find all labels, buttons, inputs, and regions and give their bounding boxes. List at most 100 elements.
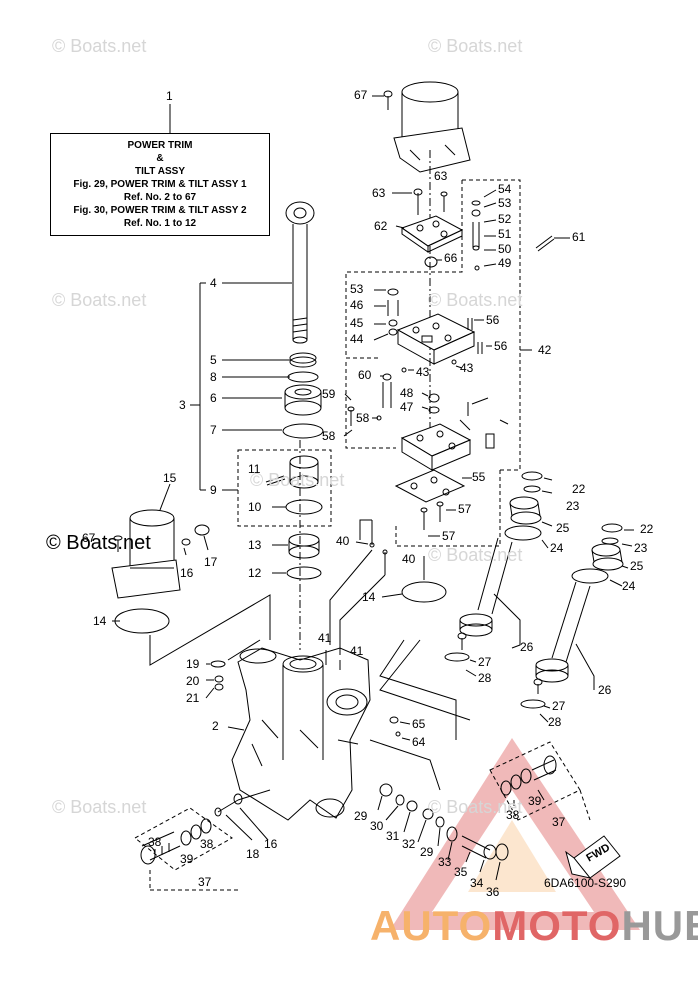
watermark: © Boats.net xyxy=(250,470,345,490)
callout-37-left: 37 xyxy=(198,875,212,889)
tilt-rod-part xyxy=(285,201,315,344)
callout-50: 50 xyxy=(498,242,512,256)
callout-39-right: 39 xyxy=(528,794,542,808)
callout-36: 36 xyxy=(486,885,500,899)
logo-triangle-icon xyxy=(390,738,640,930)
callout-65: 65 xyxy=(412,717,426,731)
callout-66: 66 xyxy=(444,251,458,265)
callout-25-lower: 25 xyxy=(630,559,644,573)
logo-part-hub: HUB xyxy=(621,902,698,949)
callout-58-right: 58 xyxy=(356,411,370,425)
callout-14-right: 14 xyxy=(362,590,376,604)
callout-42: 42 xyxy=(538,343,552,357)
callout-56-upper: 56 xyxy=(486,313,500,327)
callout-18: 18 xyxy=(246,847,260,861)
ref-line-1: POWER TRIM xyxy=(127,140,193,151)
callout-26-lower: 26 xyxy=(598,683,612,697)
ref-line-4: Fig. 29, POWER TRIM & TILT ASSY 1 xyxy=(73,179,247,190)
callout-2: 2 xyxy=(212,719,219,733)
callout-64: 64 xyxy=(412,735,426,749)
watermark: © Boats.net xyxy=(428,797,523,817)
callout-38-right: 38 xyxy=(506,808,520,822)
callout-47: 47 xyxy=(400,400,414,414)
callout-63-left: 63 xyxy=(372,186,386,200)
trim-cylinder-right-upper-part xyxy=(459,471,543,637)
callout-52: 52 xyxy=(498,212,512,226)
callout-31: 31 xyxy=(386,829,400,843)
callout-4: 4 xyxy=(210,276,217,290)
callout-28-upper: 28 xyxy=(478,671,492,685)
callout-20: 20 xyxy=(186,674,200,688)
forward-arrow-icon xyxy=(565,835,621,879)
callout-10: 10 xyxy=(248,500,262,514)
callout-26-upper: 26 xyxy=(520,640,534,654)
valve-spool-left-part xyxy=(140,831,181,865)
callout-41-right: 41 xyxy=(350,644,364,658)
valve-block-part xyxy=(400,423,472,471)
brand-logo: AUTOMOTOHUB xyxy=(370,902,698,950)
callout-24-lower: 24 xyxy=(622,579,636,593)
callout-58-left: 58 xyxy=(322,429,336,443)
callout-3: 3 xyxy=(179,398,186,412)
callout-43-left: 43 xyxy=(416,365,430,379)
piston-part xyxy=(289,455,319,489)
watermark: © Boats.net xyxy=(428,290,523,310)
callout-35: 35 xyxy=(454,865,468,879)
callout-59: 59 xyxy=(322,387,336,401)
callout-16-upper: 16 xyxy=(180,566,194,580)
callout-49: 49 xyxy=(498,256,512,270)
callout-37-right: 37 xyxy=(552,815,566,829)
callout-67-top: 67 xyxy=(354,88,368,102)
watermark: © Boats.net xyxy=(52,36,147,56)
pump-body-part xyxy=(396,313,476,365)
callout-13: 13 xyxy=(248,538,262,552)
callout-29-right: 29 xyxy=(420,845,434,859)
watermark: © Boats.net xyxy=(52,290,147,310)
callout-27-lower: 27 xyxy=(552,699,566,713)
callout-11: 11 xyxy=(248,462,261,476)
callout-23-lower: 23 xyxy=(634,541,648,555)
callout-38-left: 38 xyxy=(148,835,162,849)
callout-22-lower: 22 xyxy=(640,522,654,536)
callout-7: 7 xyxy=(210,423,217,437)
small-motor-part xyxy=(111,509,181,599)
callout-19: 19 xyxy=(186,657,200,671)
callout-27-upper: 27 xyxy=(478,655,492,669)
callout-8: 8 xyxy=(210,370,217,384)
callout-40-right: 40 xyxy=(402,552,416,566)
callout-57-right: 57 xyxy=(458,502,472,516)
callout-28-lower: 28 xyxy=(548,715,562,729)
callout-30: 30 xyxy=(370,819,384,833)
callout-5: 5 xyxy=(210,353,217,367)
callout-41-left: 41 xyxy=(318,631,332,645)
callout-46: 46 xyxy=(350,298,364,312)
watermark: © Boats.net xyxy=(428,545,523,565)
callout-54: 54 xyxy=(498,182,512,196)
callout-17: 17 xyxy=(204,555,218,569)
reference-box: POWER TRIM & TILT ASSY Fig. 29, POWER TR… xyxy=(50,133,270,236)
callout-67-left: 67 xyxy=(82,531,96,545)
logo-part-auto: AUTO xyxy=(370,902,493,949)
trim-motor-part xyxy=(393,81,471,173)
callout-9: 9 xyxy=(210,483,217,497)
callout-62: 62 xyxy=(374,219,388,233)
trim-cylinder-right-lower-part xyxy=(535,523,624,683)
plate-part xyxy=(394,469,466,503)
callout-43-right: 43 xyxy=(460,361,474,375)
callout-29-left: 29 xyxy=(354,809,368,823)
callout-16-lower: 16 xyxy=(264,837,278,851)
callout-53-right: 53 xyxy=(498,196,512,210)
pump-cover-part xyxy=(400,215,464,253)
callout-25-upper: 25 xyxy=(556,521,570,535)
callout-33: 33 xyxy=(438,855,452,869)
callout-48: 48 xyxy=(400,386,414,400)
callout-45: 45 xyxy=(350,316,364,330)
figure-code: 6DA6100-S290 xyxy=(544,876,627,890)
callout-39-left: 39 xyxy=(180,852,194,866)
callout-56-lower: 56 xyxy=(494,339,508,353)
callout-15: 15 xyxy=(163,471,177,485)
watermark: © Boats.net xyxy=(52,797,147,817)
ref-line-5: Ref. No. 2 to 67 xyxy=(123,192,197,203)
